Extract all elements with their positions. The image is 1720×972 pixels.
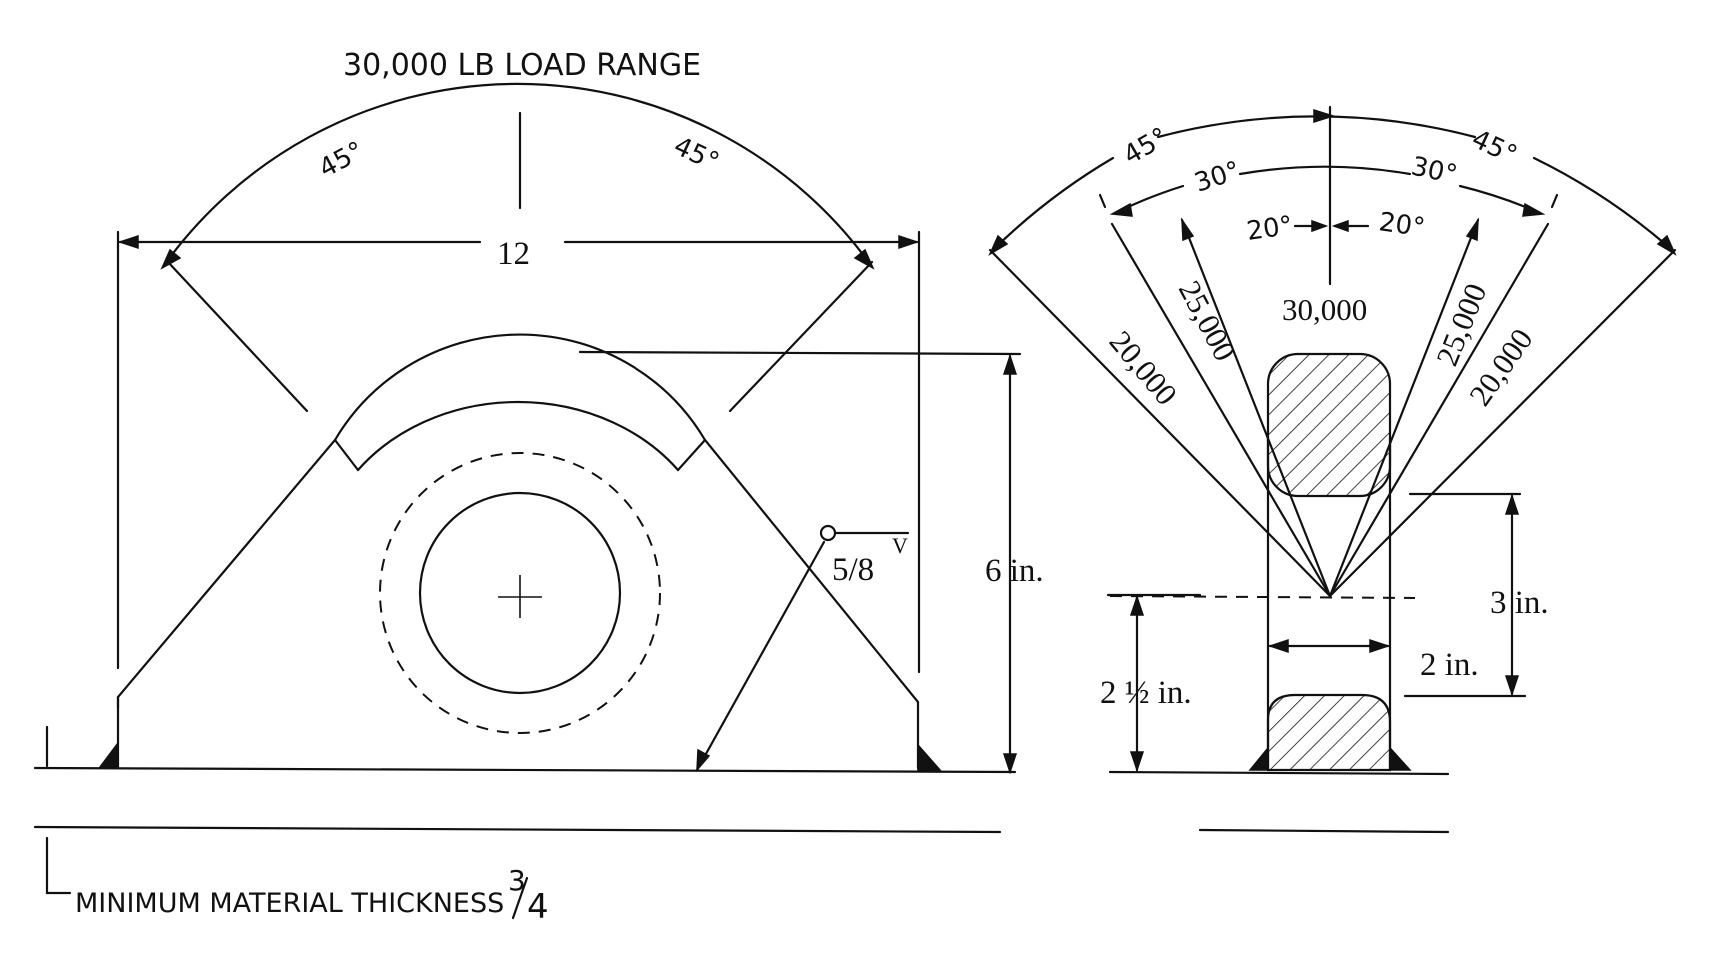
outer-arc-right [1532,156,1674,252]
angle-label-outer-left: 45° [1119,122,1174,171]
weld-fillet-left [98,740,119,768]
right-view: 45° 45° 30° 30° 20° 20° 30,000 25,000 25… [988,105,1677,834]
height-dim-label: 6 in. [985,553,1044,589]
load-label-center: 30,000 [1282,292,1367,327]
outer-arc-arrow-center [1313,108,1336,124]
width-dim-label: 12 [497,236,530,272]
weld-symbol: V [892,533,908,558]
width-arrow-right [898,234,920,250]
mid-arc-center [1238,165,1412,176]
mid-arc-arrow-right [1522,202,1546,217]
ray-30-right [1328,222,1550,598]
weld-fillet-right [917,743,942,771]
height-arrow-top [1002,353,1018,375]
outer-arc-arrow-left [988,234,1009,256]
angle-label-mid-left: 30° [1191,156,1244,199]
pillow-block-body [116,333,920,770]
cap-inner-arc [356,400,680,472]
angle-label-left: 45° [314,136,369,184]
ray-20-right-arrowhead [1465,217,1479,242]
three-in-arrow-bottom [1504,675,1520,697]
ground-line [33,825,1002,834]
rail-ground-line [1198,828,1450,834]
weld-leader-arrowhead [696,748,711,773]
inner-arrow-left [1311,219,1329,233]
mid-arc-arrow-left [1109,202,1133,217]
cap-end-left [333,438,360,472]
angle-label-mid-right: 30° [1409,152,1460,191]
origin-centerline [1109,595,1416,599]
rail-weld-right [1389,746,1412,771]
outer-arc-left [991,156,1115,252]
outer-arc-arrow-right [1656,234,1677,256]
load-label-left-25: 25,000 [1172,275,1243,367]
width-arrow-left [117,234,139,250]
mid-tick-left [1098,193,1107,209]
ray-20-right [1328,218,1480,598]
note-text: MINIMUM MATERIAL THICKNESS [75,888,504,919]
left-view: 45° 45° 12 5/8 V 6 in. [33,82,1044,834]
ray-45-left [988,248,1332,598]
height-ext-top [578,350,1022,356]
load-line-left [166,260,309,413]
inner-arrow-right [1331,219,1349,233]
diagram-title: 30,000 LB LOAD RANGE [343,48,701,83]
lower-hatched-block [1266,693,1392,772]
weld-size-label: 5/8 [832,552,874,588]
note-leader [45,836,72,895]
load-label-right-25: 25,000 [1429,278,1493,370]
dim-label-3in: 3 in. [1490,585,1549,621]
material-note: MINIMUM MATERIAL THICKNESS 3 4 [45,836,549,927]
two-half-arrow-top [1129,594,1145,616]
note-fraction-denominator: 4 [527,887,549,927]
two-in-arrow-left [1267,638,1289,654]
two-in-arrow-right [1369,638,1391,654]
bore-hidden-circle [379,452,661,734]
rail-weld-left [1248,745,1269,771]
note-fraction-numerator: 3 [508,864,526,897]
ray-45-right [1328,248,1677,598]
ray-20-left [1180,218,1332,598]
angle-label-right: 45° [669,131,723,178]
dim-label-2half-in: 2 ½ in. [1100,675,1192,711]
base-line [33,766,1017,774]
weld-leader-arrow [695,540,826,772]
angle-label-outer-right: 45° [1467,124,1521,171]
angle-arc [163,82,872,266]
dim-label-2in: 2 in. [1420,647,1479,683]
cap-end-right [676,438,707,472]
load-line-right [728,260,874,413]
three-in-arrow-top [1504,493,1520,515]
two-half-arrow-bottom [1129,751,1145,773]
ray-30-left [1110,222,1332,598]
load-label-left-20: 20,000 [1103,324,1185,412]
mid-tick-right [1550,193,1559,209]
arc-arrow-right [853,248,875,270]
weld-leader-circle [819,524,837,542]
bore-circle [418,491,622,695]
note-fraction-bar [511,876,529,920]
angle-label-inner-right: 20° [1377,207,1427,243]
upper-hatched-block [1266,352,1392,498]
arc-arrow-left [160,248,182,270]
height-arrow-bottom [1002,753,1018,775]
ray-20-left-arrowhead [1181,217,1195,242]
rail-base-line [1108,770,1450,776]
angle-label-inner-left: 20° [1245,211,1295,247]
